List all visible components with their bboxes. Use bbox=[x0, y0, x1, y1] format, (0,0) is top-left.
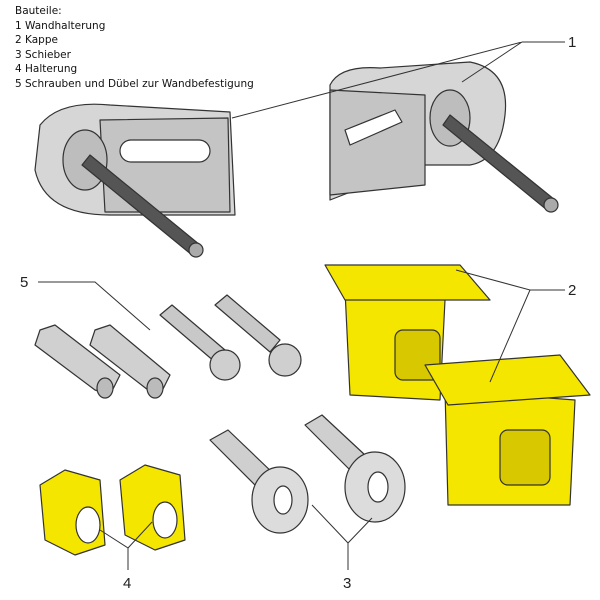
screw-right bbox=[214, 294, 302, 377]
callout-1: 1 bbox=[568, 34, 576, 51]
holder-right bbox=[119, 464, 186, 551]
screw-left bbox=[159, 304, 241, 381]
callout-4: 4 bbox=[123, 575, 131, 592]
holder-left bbox=[39, 469, 106, 556]
leader-line-1 bbox=[231, 41, 565, 119]
slider-left bbox=[209, 429, 309, 534]
leader-line-3 bbox=[311, 504, 373, 570]
cap-front bbox=[424, 354, 591, 506]
wall-bracket-left bbox=[34, 103, 236, 258]
legend-item: 3 Schieber bbox=[15, 48, 71, 61]
legend-item: 2 Kappe bbox=[15, 34, 58, 47]
cap-back bbox=[324, 264, 491, 401]
dowel-right bbox=[89, 324, 171, 399]
wall-bracket-right bbox=[329, 61, 559, 213]
legend-item: 4 Halterung bbox=[15, 63, 78, 76]
legend-item: 1 Wandhalterung bbox=[15, 19, 106, 32]
callout-2: 2 bbox=[568, 282, 576, 299]
leader-line-5 bbox=[38, 281, 151, 331]
leader-line-2 bbox=[455, 269, 565, 383]
slider-right bbox=[304, 414, 406, 523]
legend-item: 5 Schrauben und Dübel zur Wandbefestigun… bbox=[15, 77, 254, 90]
callout-3: 3 bbox=[343, 575, 351, 592]
leader-line-4 bbox=[99, 521, 153, 570]
dowel-left bbox=[34, 324, 121, 399]
callout-5: 5 bbox=[20, 274, 28, 291]
parts-legend: Bauteile: 1 Wandhalterung 2 Kappe 3 Schi… bbox=[15, 4, 254, 92]
legend-title: Bauteile: bbox=[15, 5, 62, 17]
